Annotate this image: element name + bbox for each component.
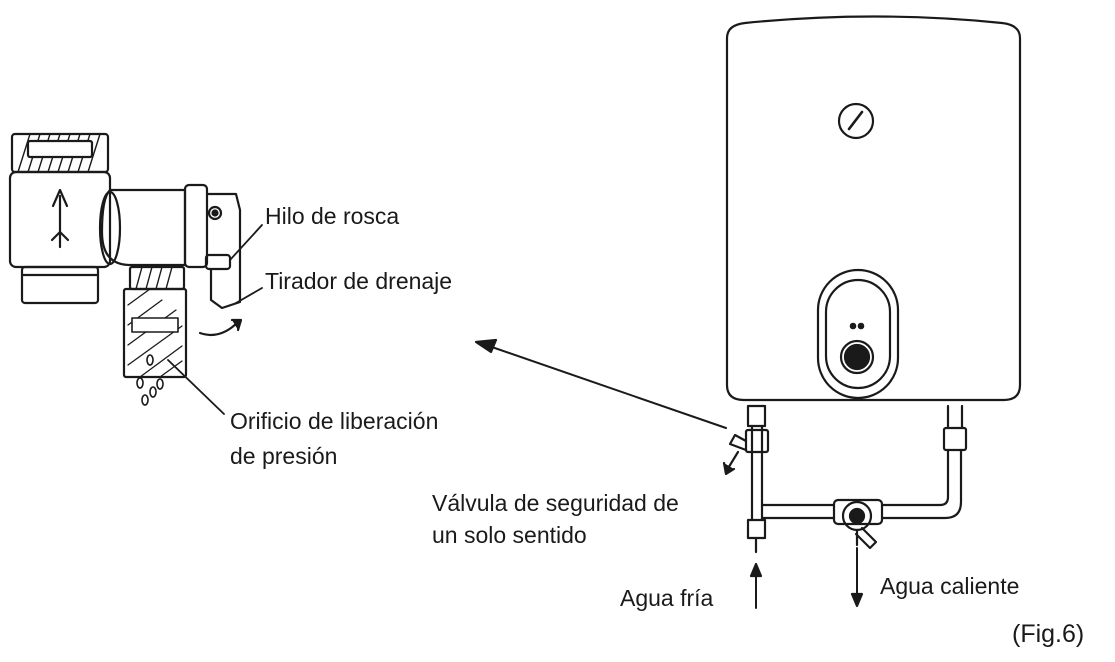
safety-valve-mounted (744, 428, 770, 454)
hot-pipe (880, 448, 963, 520)
hot-inlet-nut (942, 426, 968, 452)
control-panel (816, 268, 900, 400)
label-cold-water: Agua fría (620, 585, 714, 611)
label-safety-valve-line1: Válvula de seguridad de (432, 490, 679, 516)
valve-collar (183, 183, 209, 269)
water-droplets-icon (136, 354, 164, 406)
leader-drain-handle (235, 287, 263, 304)
bypass-pipe (760, 503, 836, 520)
temperature-knob (839, 339, 875, 375)
rotation-arrow-icon (198, 320, 240, 337)
hot-water-down-arrow-icon (850, 547, 864, 608)
leader-pressure-release (167, 359, 225, 415)
valve-bottom-thread (20, 265, 100, 305)
cold-pipe (750, 424, 764, 522)
flow-up-arrow-icon (50, 188, 70, 249)
label-drain-handle: Tirador de drenaje (265, 268, 453, 294)
leader-thread (229, 224, 263, 261)
water-heater (722, 15, 1022, 554)
drain-hose (122, 287, 188, 379)
cold-inlet-nut (746, 404, 767, 428)
drain-handle (205, 192, 242, 310)
handle-screw (207, 205, 223, 221)
heater-tank (725, 15, 1022, 402)
temperature-gauge-icon (837, 102, 875, 140)
detail-pointer-arrow (485, 344, 727, 429)
thread-pin (204, 253, 232, 271)
figure-caption: (Fig.6) (1012, 620, 1085, 648)
drain-hose-hatching (127, 288, 183, 378)
safety-valve-detail (8, 132, 243, 406)
cold-water-up-arrow-icon (749, 562, 763, 609)
mixing-valve-handle (854, 526, 878, 550)
mounted-valve-handle (728, 433, 748, 452)
label-safety-valve-line2: un solo sentido (432, 522, 587, 548)
label-pressure-release-line1: Orificio de liberación (230, 408, 439, 434)
label-thread: Hilo de rosca (265, 203, 400, 229)
label-pressure-release-line2: de presión (230, 443, 338, 469)
cold-outlet-nut (746, 518, 767, 540)
label-hot-water: Agua caliente (880, 573, 1020, 599)
valve-side-body (100, 188, 187, 267)
detail-pointer-arrowhead (474, 338, 498, 354)
